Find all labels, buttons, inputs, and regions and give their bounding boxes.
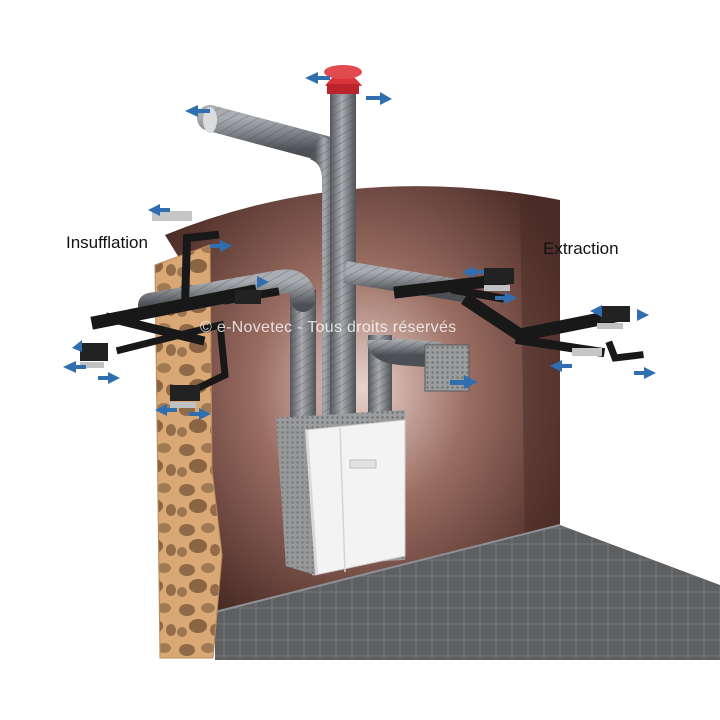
duct-insufflation-main-ribs [147,269,315,317]
duct-vertical-left-ribs [290,290,316,430]
duct-outdoor-air-ribs [367,335,441,368]
ventilation-unit [276,410,406,576]
insufflation-vents [80,211,261,408]
right-wall-edge [520,200,560,548]
watermark-text: © e-Novetec - Tous droits réservés [200,319,457,336]
duct-top-left-end [203,107,217,133]
insufflation-label: Insufflation [66,233,148,252]
airflow-arrow-icon [63,72,656,420]
roof-duct-ribs [330,90,356,420]
floor-front-edge [214,524,561,613]
duct-top-left-ribs [206,105,334,163]
extraction-vents [484,268,630,356]
extraction-label: Extraction [543,239,619,258]
floor [215,525,720,660]
roof-cap-icon [324,65,362,94]
